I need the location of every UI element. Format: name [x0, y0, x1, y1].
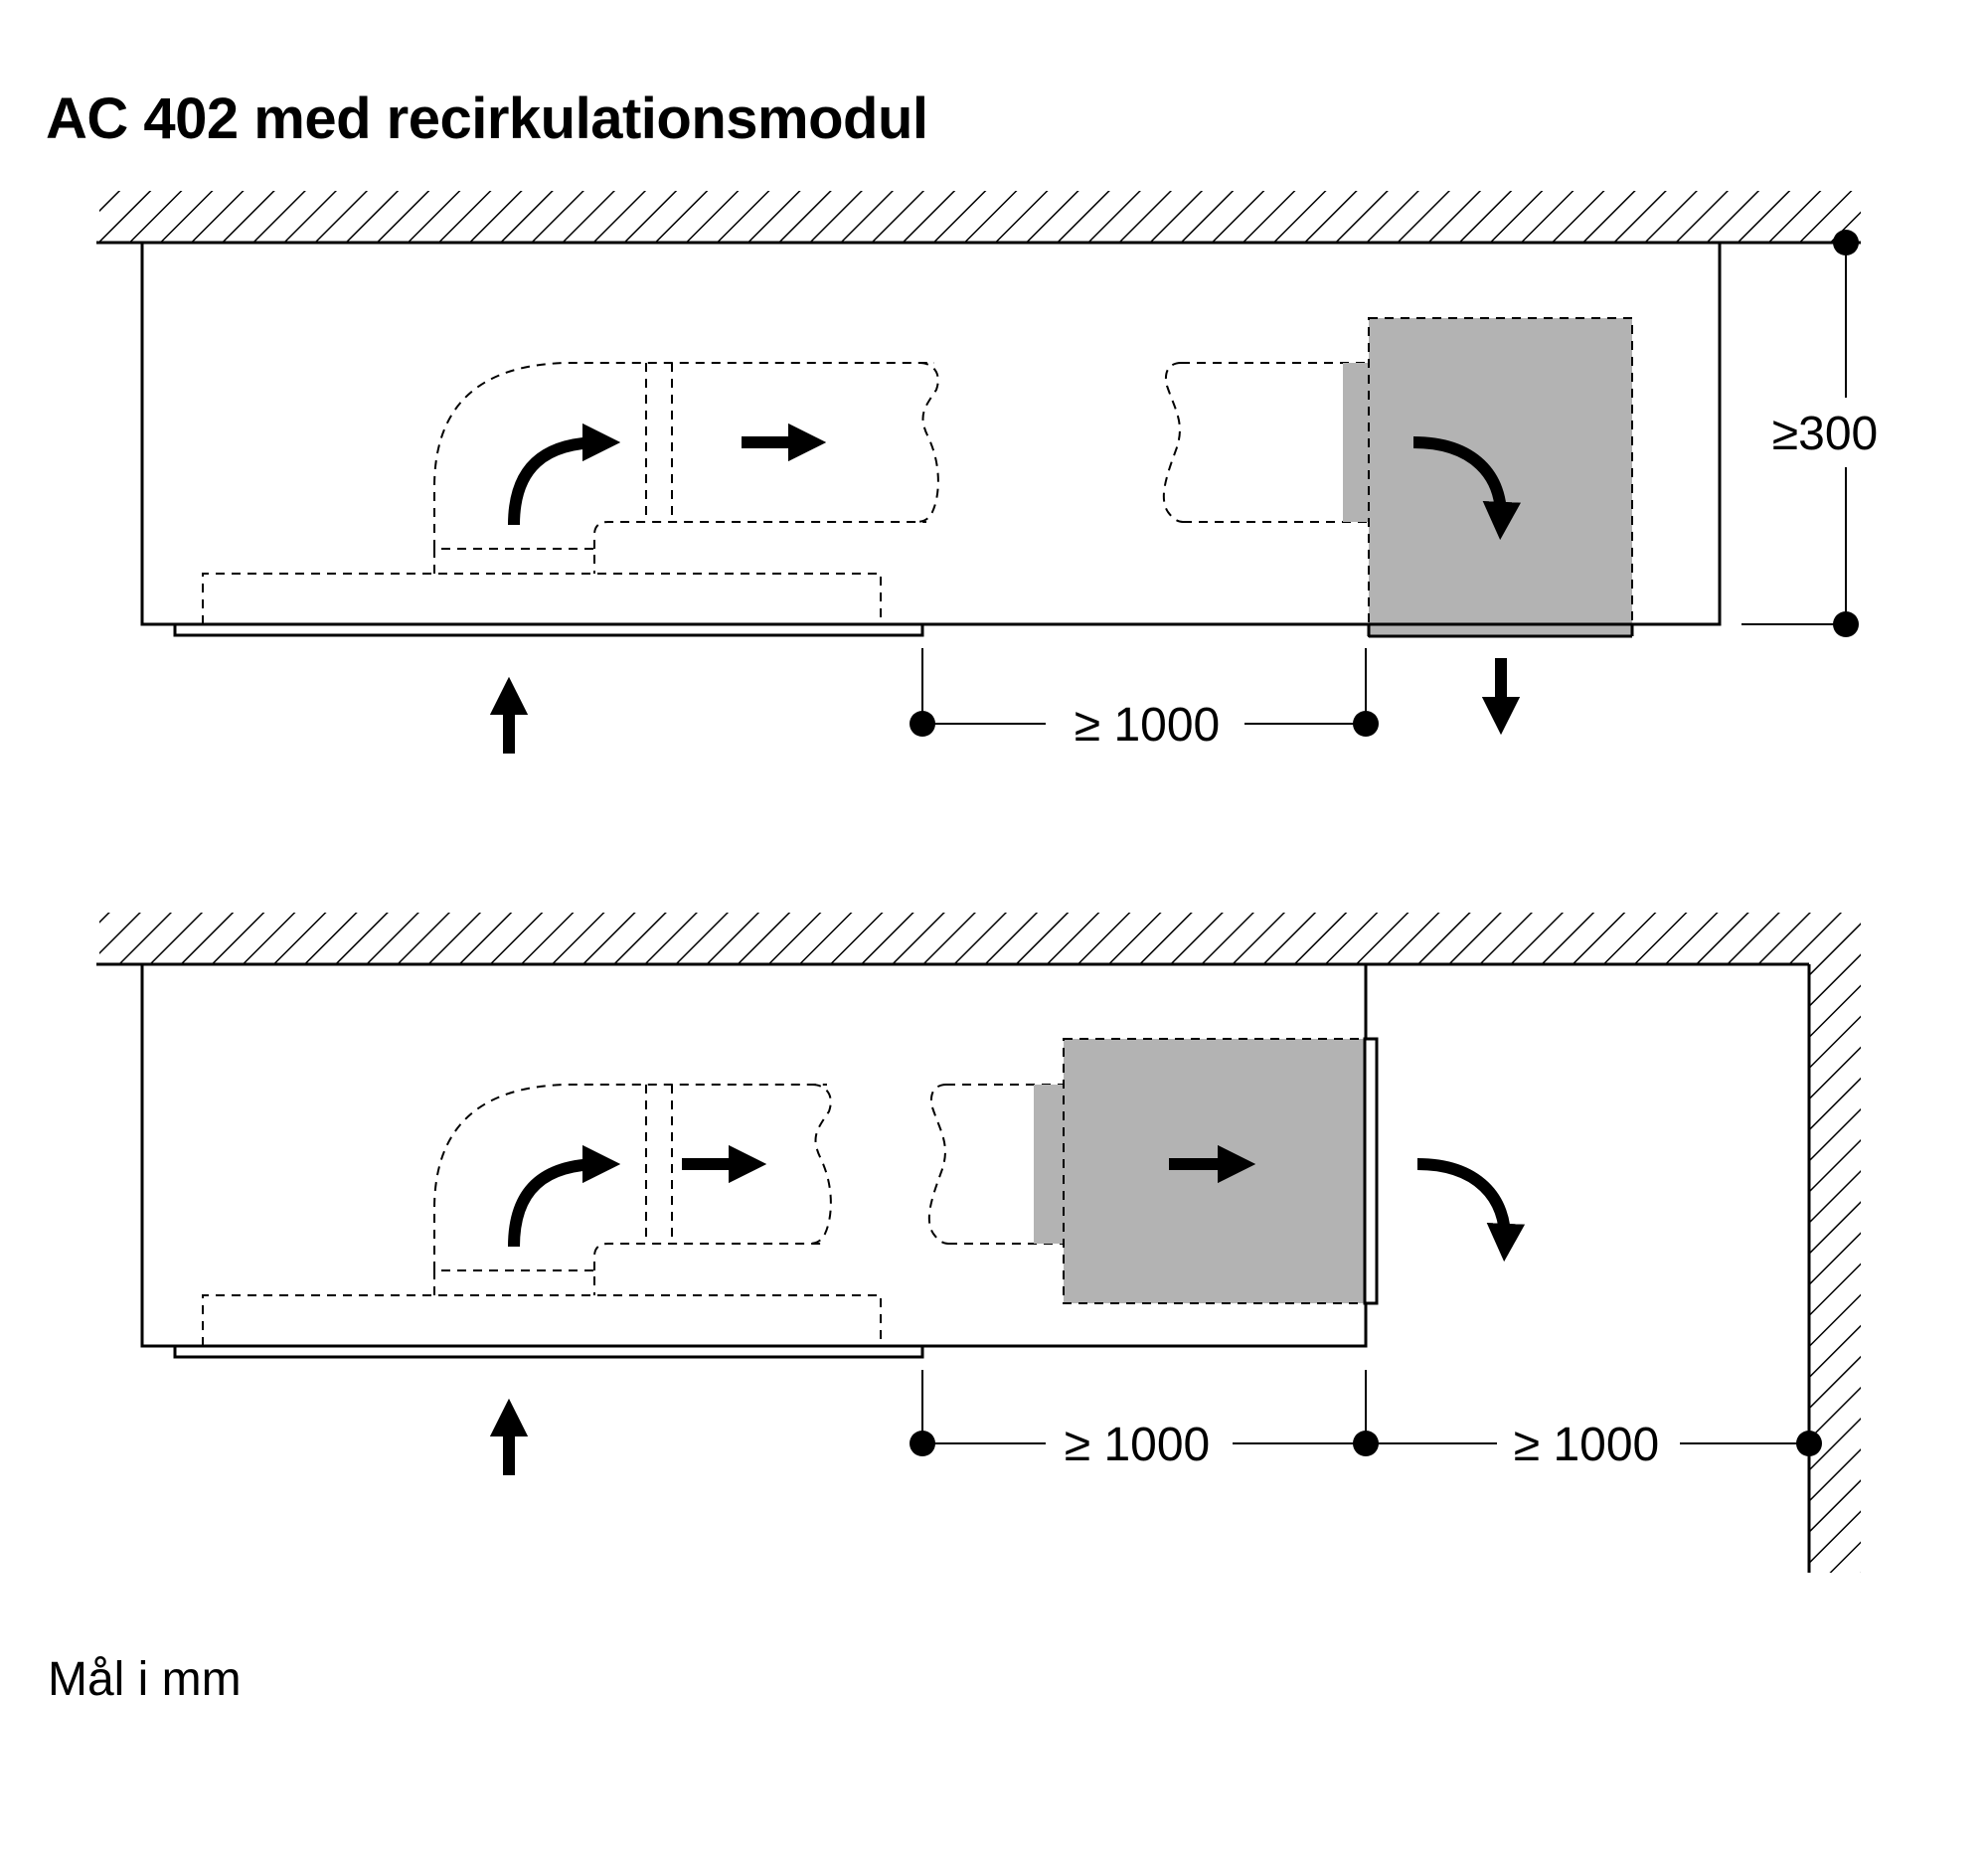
recirculation-module	[1063, 1038, 1366, 1304]
dimension-label: ≥300	[1772, 408, 1878, 460]
hob-plate	[173, 1344, 924, 1359]
ceiling-hatch	[99, 191, 1861, 243]
curved-arrow-icon	[1416, 1158, 1526, 1263]
curved-arrow-icon	[508, 422, 621, 526]
recirculation-module	[1034, 1085, 1064, 1244]
dimension-distance: ≥ 1000 ≥ 1000	[910, 1370, 1822, 1471]
recirculation-module	[1343, 363, 1369, 522]
curved-arrow-icon	[508, 1144, 621, 1248]
dimension-label: ≥ 1000	[1065, 1419, 1210, 1471]
curved-arrow-icon	[1412, 436, 1522, 541]
units-note: Mål i mm	[48, 1653, 242, 1706]
dimension-distance: ≥ 1000	[910, 648, 1379, 752]
dimension-label: ≥ 1000	[1514, 1419, 1659, 1471]
recirculation-module	[1368, 317, 1633, 637]
ceiling-hatch	[99, 913, 1861, 964]
cabinet-outline	[140, 241, 1722, 626]
module-front-grille	[1363, 1037, 1379, 1305]
wall-hatch	[1809, 964, 1861, 1573]
page-title: AC 402 med recirkulationsmodul	[46, 86, 928, 151]
hob-plate	[173, 622, 924, 637]
dimension-label: ≥ 1000	[1075, 699, 1220, 752]
downdraft-dashed	[202, 362, 1372, 624]
downdraft-dashed	[202, 1084, 1064, 1346]
diagram-bottom: ≥ 1000 ≥ 1000	[96, 913, 1861, 1573]
diagram-top: ≥300 ≥ 1000	[96, 191, 1878, 754]
dimension-height: ≥300	[1720, 230, 1878, 637]
